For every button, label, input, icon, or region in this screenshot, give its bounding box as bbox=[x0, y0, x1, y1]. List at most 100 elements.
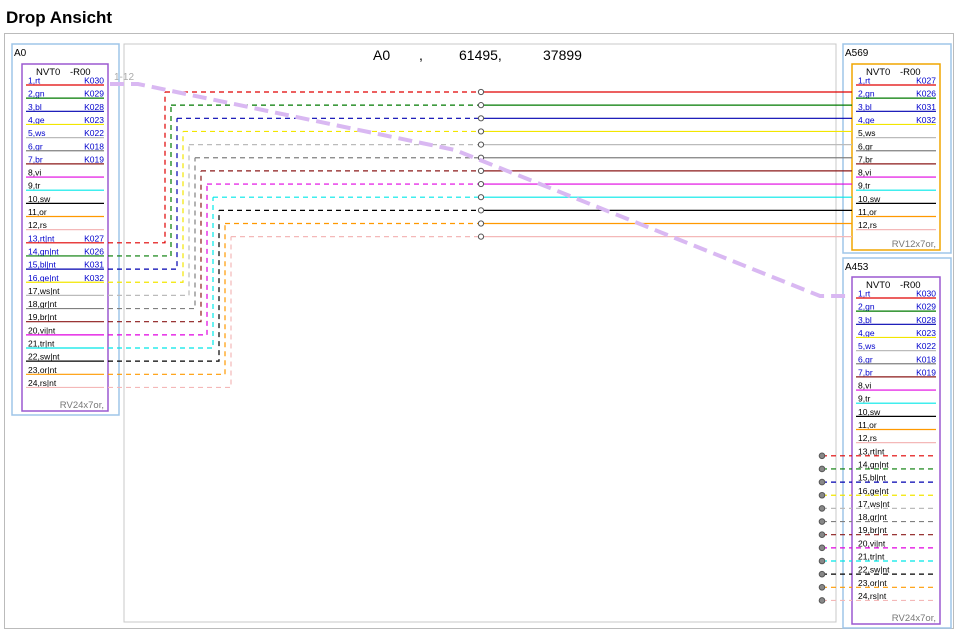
pin-row[interactable]: 22,sw|nt bbox=[26, 352, 104, 362]
splice-node[interactable] bbox=[477, 207, 485, 214]
pin-row[interactable]: 21,tr|nt bbox=[856, 552, 936, 562]
splice-node[interactable] bbox=[477, 220, 485, 227]
pin-row[interactable]: 5,ws bbox=[856, 128, 936, 139]
pin-row[interactable]: 22,sw|nt bbox=[856, 565, 936, 575]
pin-row[interactable]: 8,vi bbox=[856, 168, 936, 178]
splice-node[interactable] bbox=[477, 167, 485, 174]
pin-row[interactable]: 14,gn|nt bbox=[856, 459, 936, 470]
wire-route-dashed[interactable] bbox=[108, 157, 196, 310]
loose-node[interactable] bbox=[818, 505, 826, 512]
wire-route-dashed[interactable] bbox=[108, 118, 178, 270]
wire-route-dashed[interactable] bbox=[108, 131, 184, 283]
pin-row[interactable]: 17,ws|nt bbox=[856, 499, 936, 509]
wire-route-dashed[interactable] bbox=[108, 184, 208, 336]
splice-node[interactable] bbox=[477, 88, 485, 96]
pin-row[interactable]: 16,ge|nt bbox=[856, 486, 936, 496]
pin-row[interactable]: 19,br|nt bbox=[26, 312, 104, 323]
loose-node[interactable] bbox=[818, 544, 826, 552]
pin-row[interactable]: 11,or bbox=[856, 207, 936, 218]
pin-row[interactable]: 7,br bbox=[856, 154, 936, 165]
pin-label: 14,gn|nt bbox=[28, 246, 59, 256]
pin-row[interactable]: 23,or|nt bbox=[856, 578, 936, 588]
pin-row[interactable]: 12,rs bbox=[856, 433, 936, 444]
wire-route-dashed[interactable] bbox=[108, 144, 190, 296]
loose-node[interactable] bbox=[818, 478, 826, 486]
pin-row[interactable]: 20,vi|nt bbox=[856, 538, 936, 549]
loose-node[interactable] bbox=[818, 452, 826, 460]
pin-label: 22,sw|nt bbox=[858, 565, 890, 575]
loose-node[interactable] bbox=[818, 491, 826, 499]
pin-row[interactable]: 18,gr|nt bbox=[856, 512, 936, 523]
pin-row[interactable]: 18,gr|nt bbox=[26, 299, 104, 310]
loose-node[interactable] bbox=[818, 557, 826, 565]
loose-node[interactable] bbox=[818, 518, 826, 525]
pin-row[interactable]: 23,or|nt bbox=[26, 365, 104, 375]
pin-row[interactable]: 10,sw bbox=[856, 194, 936, 204]
pin-row[interactable]: 9,tr bbox=[26, 181, 104, 191]
pin-row[interactable]: 17,ws|nt bbox=[26, 286, 104, 296]
loose-node[interactable] bbox=[818, 597, 826, 604]
loose-node[interactable] bbox=[818, 570, 826, 578]
wire-route-dashed[interactable] bbox=[108, 236, 232, 389]
splice-node[interactable] bbox=[477, 141, 485, 148]
splice-node[interactable] bbox=[477, 128, 485, 135]
wire-route-dashed[interactable] bbox=[108, 223, 226, 375]
loose-node[interactable] bbox=[818, 531, 826, 539]
pin-row[interactable]: 6,gr bbox=[856, 141, 936, 152]
splice-node[interactable] bbox=[477, 102, 485, 109]
pin-row[interactable]: 8,vi bbox=[26, 168, 104, 178]
pin-label: 9,tr bbox=[858, 181, 870, 191]
pin-row[interactable]: 12,rs bbox=[26, 220, 104, 231]
pin-row[interactable]: 24,rs|nt bbox=[856, 591, 936, 602]
pin-row[interactable]: 11,or bbox=[856, 420, 936, 431]
wire-route-dashed[interactable] bbox=[108, 105, 172, 257]
splice-node[interactable] bbox=[477, 180, 485, 188]
pin-row[interactable]: 9,tr bbox=[856, 181, 936, 191]
pin-row[interactable]: 8,vi bbox=[856, 381, 936, 391]
splice-node[interactable] bbox=[477, 233, 485, 240]
loose-node[interactable] bbox=[818, 584, 826, 591]
wire-route-dashed[interactable] bbox=[108, 170, 202, 323]
pin-row[interactable]: 10,sw bbox=[856, 407, 936, 417]
pin-row[interactable]: 21,tr|nt bbox=[26, 339, 104, 349]
pin-row[interactable]: 12,rs bbox=[856, 220, 936, 231]
splice-node[interactable] bbox=[477, 115, 485, 122]
pin-row[interactable]: 15,bl|nt bbox=[856, 473, 936, 483]
pin-row[interactable]: 19,br|nt bbox=[856, 525, 936, 536]
pin-row[interactable]: 20,vi|nt bbox=[26, 325, 104, 336]
splice-node[interactable] bbox=[477, 194, 485, 201]
pin-row[interactable]: 11,or bbox=[26, 207, 104, 218]
pin-row[interactable]: 13,rt|nt bbox=[856, 446, 936, 457]
wire-route-dashed[interactable] bbox=[108, 92, 166, 244]
loose-node[interactable] bbox=[818, 465, 826, 473]
pin-row[interactable]: 24,rs|nt bbox=[26, 378, 104, 389]
wire-route-dashed[interactable] bbox=[108, 210, 220, 362]
pin-row[interactable]: 10,sw bbox=[26, 194, 104, 204]
pin-row[interactable]: 9,tr bbox=[856, 394, 936, 404]
